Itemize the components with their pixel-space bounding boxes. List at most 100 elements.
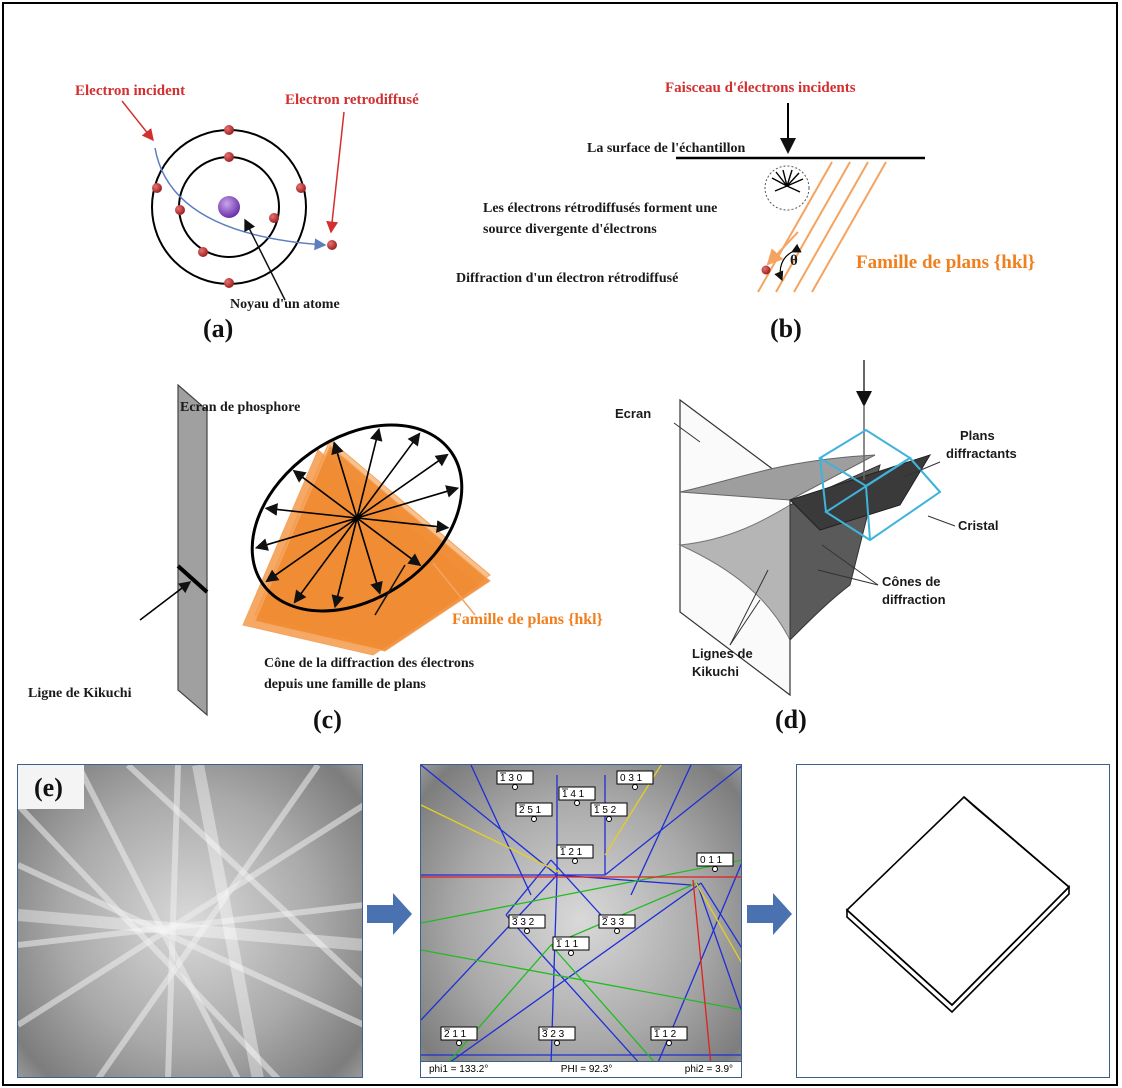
panel-d-letter: (d) xyxy=(775,705,807,734)
panel-b-letter: (b) xyxy=(770,314,802,343)
orientation-cube-box xyxy=(796,764,1110,1078)
crystal-cube xyxy=(818,428,942,542)
cone-ray xyxy=(356,517,422,567)
source-label-2: source divergente d'électrons xyxy=(483,222,657,237)
screen-d-label: Ecran xyxy=(615,406,651,421)
kikuchi-line xyxy=(176,564,209,594)
cone-ray xyxy=(356,517,383,595)
cone-ray xyxy=(356,432,421,519)
crystal-label: Cristal xyxy=(958,518,998,533)
indexed-ebsd-pattern: 1 3 0 0 3 1 1 4 1 2 5 1 1 5 2 1 2 1 0 1 1 3 3 2… xyxy=(420,764,742,1078)
svg-text:1 5 2: 1 5 2 xyxy=(594,805,617,816)
nucleus xyxy=(218,196,240,218)
index-label: 1 1 2 xyxy=(650,1026,688,1046)
cone-ray xyxy=(356,485,460,519)
svg-text:3 3 2: 3 3 2 xyxy=(512,917,535,928)
panel-c: Ecran de phosphore Ligne de Kikuchi Fami… xyxy=(28,383,603,734)
index-label: 0 1 1 xyxy=(696,852,734,872)
svg-text:0 1 1: 0 1 1 xyxy=(700,855,723,866)
interaction-volume xyxy=(764,165,810,211)
orientation-cube xyxy=(845,795,1071,1014)
svg-text:2 1 1: 2 1 1 xyxy=(444,1029,467,1040)
nucleus-pointer xyxy=(244,218,286,301)
retro-red-arrow xyxy=(326,111,345,234)
surface-label: La surface de l'échantillon xyxy=(587,141,745,156)
phi2-value: phi2 = 3.9° xyxy=(684,1064,733,1075)
arrow-right-2 xyxy=(747,893,792,935)
planes-pointer-c xyxy=(432,562,476,616)
cone-ray xyxy=(331,517,358,609)
e-label-bg xyxy=(18,765,84,809)
cone-ray xyxy=(356,453,449,519)
hkl-planes-c xyxy=(242,439,491,656)
planes-family-label-c: Famille de plans {hkl} xyxy=(452,611,603,628)
panel-a-letter: (a) xyxy=(203,314,233,343)
backscattered-electron-label: Electron retrodiffusé xyxy=(285,92,419,108)
diffracting-planes-label-2: diffractants xyxy=(946,446,1017,461)
cone-ray xyxy=(292,469,358,519)
diffraction-cone xyxy=(250,423,464,613)
cone-label-2: depuis une famille de plans xyxy=(264,677,426,692)
electron-trajectory xyxy=(154,147,327,251)
index-label: 2 3 3 xyxy=(598,914,636,934)
index-label: 1 4 1 xyxy=(558,786,596,806)
svg-text:0 3 1: 0 3 1 xyxy=(620,773,643,784)
kikuchi-lines-label-1: Lignes de xyxy=(692,646,753,661)
theta-arc xyxy=(774,243,802,282)
cone-pointer xyxy=(374,564,406,616)
index-label: 1 3 0 xyxy=(496,770,534,790)
panel-e-label: (e) xyxy=(34,773,63,802)
index-label: 2 1 1 xyxy=(440,1026,478,1046)
raw-ebsd-pattern xyxy=(17,764,363,1078)
source-label-1: Les électrons rétrodiffusés forment une xyxy=(483,201,717,216)
panel-b: Faisceau d'électrons incidents La surfac… xyxy=(456,80,1035,343)
index-label: 3 2 3 xyxy=(538,1026,576,1046)
kikuchi-label: Ligne de Kikuchi xyxy=(28,686,132,701)
cone-label-1: Cône de la diffraction des électrons xyxy=(264,656,475,671)
cone-ray xyxy=(264,503,358,519)
flow-arrows xyxy=(367,893,792,935)
cone-ray xyxy=(254,517,358,551)
upper-cone xyxy=(679,454,876,501)
index-markers: 1 3 0 0 3 1 1 4 1 2 5 1 1 5 2 1 2 1 0 1 1 3 3 2… xyxy=(440,770,734,1046)
diffracted-electron xyxy=(761,265,771,275)
kikuchi-pointer xyxy=(139,581,192,621)
euler-angles-bar: phi1 = 133.2° PHI = 92.3° phi2 = 3.9° xyxy=(421,1061,741,1077)
scatter-rays xyxy=(771,169,804,193)
panel-e-letter: (e) xyxy=(34,773,63,802)
beam-label: Faisceau d'électrons incidents xyxy=(665,80,856,96)
cones-label-2: diffraction xyxy=(882,592,946,607)
incident-red-arrow xyxy=(121,100,154,142)
index-label: 1 5 2 xyxy=(590,802,628,822)
index-label: 0 3 1 xyxy=(616,770,654,790)
indexed-bands: 1 3 0 0 3 1 1 4 1 2 5 1 1 5 2 1 2 1 0 1 1 3 3 2… xyxy=(421,765,741,1065)
svg-text:2 5 1: 2 5 1 xyxy=(519,805,542,816)
electrons xyxy=(152,125,337,288)
cone-ray xyxy=(356,427,383,519)
PHI-value: PHI = 92.3° xyxy=(560,1064,613,1075)
panel-c-letter: (c) xyxy=(313,705,342,734)
index-label: 1 2 1 xyxy=(556,844,594,864)
diffracting-planes-label-1: Plans xyxy=(960,428,995,443)
planes-family-label-b: Famille de plans {hkl} xyxy=(856,252,1035,273)
svg-text:1 4 1: 1 4 1 xyxy=(562,789,585,800)
cone-ray xyxy=(265,517,358,583)
incident-electron-label: Electron incident xyxy=(75,83,185,99)
svg-text:1 1 2: 1 1 2 xyxy=(654,1029,677,1040)
arrow-right-1 xyxy=(367,893,412,935)
cones-label-1: Cônes de xyxy=(882,574,941,589)
cone-rays xyxy=(254,427,460,609)
svg-text:1 1 1: 1 1 1 xyxy=(556,939,579,950)
index-label: 2 5 1 xyxy=(515,802,553,822)
panel-a: Electron incident Electron retrodiffusé … xyxy=(75,83,419,343)
kikuchi-lines-label-2: Kikuchi xyxy=(692,664,739,679)
phosphor-screen xyxy=(177,383,208,717)
index-label: 1 1 1 xyxy=(552,936,590,956)
svg-text:1 3 0: 1 3 0 xyxy=(500,773,523,784)
theta-symbol: θ xyxy=(790,253,798,269)
nucleus-label: Noyau d'un atome xyxy=(230,297,340,312)
svg-text:2 3 3: 2 3 3 xyxy=(602,917,625,928)
cone-ray xyxy=(293,517,358,604)
raw-pattern-bands xyxy=(18,765,362,1077)
